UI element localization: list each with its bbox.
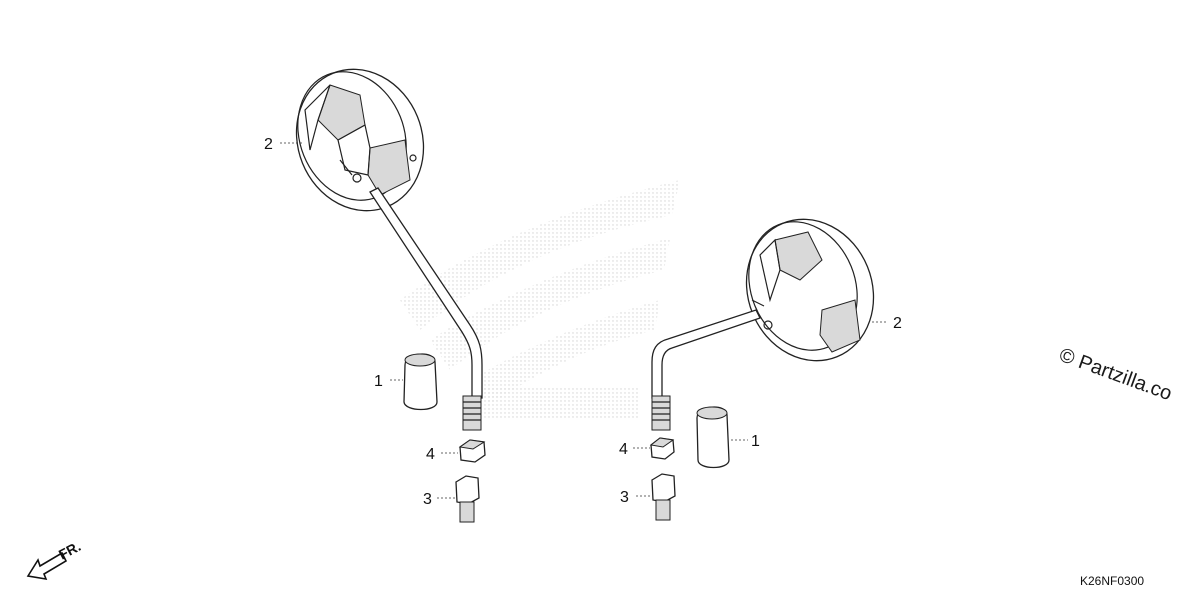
- partzilla-watermark: © Partzilla.co: [1056, 344, 1175, 405]
- front-direction-arrow: FR.: [26, 538, 83, 581]
- callout-left-adapter: 3: [423, 491, 432, 508]
- right-nut: [649, 437, 675, 460]
- callout-right-adapter: 3: [620, 489, 629, 506]
- left-stem-thread: [462, 395, 482, 431]
- left-adapter-bolt: [455, 475, 480, 523]
- left-mirror-assembly: [295, 68, 486, 523]
- leader-lines: [280, 142, 888, 499]
- left-mirror-head: [295, 68, 425, 212]
- left-boot-cover: [403, 353, 438, 411]
- callout-left-nut: 4: [426, 446, 435, 463]
- callout-labels: 2 1 4 3 2 1 4 3: [264, 136, 902, 508]
- wing-logo-background: [400, 180, 680, 418]
- left-nut: [458, 439, 486, 463]
- right-mirror-assembly: [649, 218, 875, 521]
- right-stem-thread: [651, 395, 671, 431]
- right-mirror-stem: [651, 309, 761, 399]
- diagram-code: K26NF0300: [1080, 574, 1144, 588]
- left-mirror-stem: [369, 187, 483, 399]
- callout-left-boot: 1: [374, 373, 383, 390]
- right-boot-cover: [696, 406, 730, 469]
- callout-left-mirror: 2: [264, 136, 273, 153]
- callout-right-nut: 4: [619, 441, 628, 458]
- callout-right-mirror: 2: [893, 315, 902, 332]
- callout-right-boot: 1: [751, 433, 760, 450]
- right-adapter-bolt: [651, 473, 676, 521]
- right-mirror-head: [745, 218, 875, 362]
